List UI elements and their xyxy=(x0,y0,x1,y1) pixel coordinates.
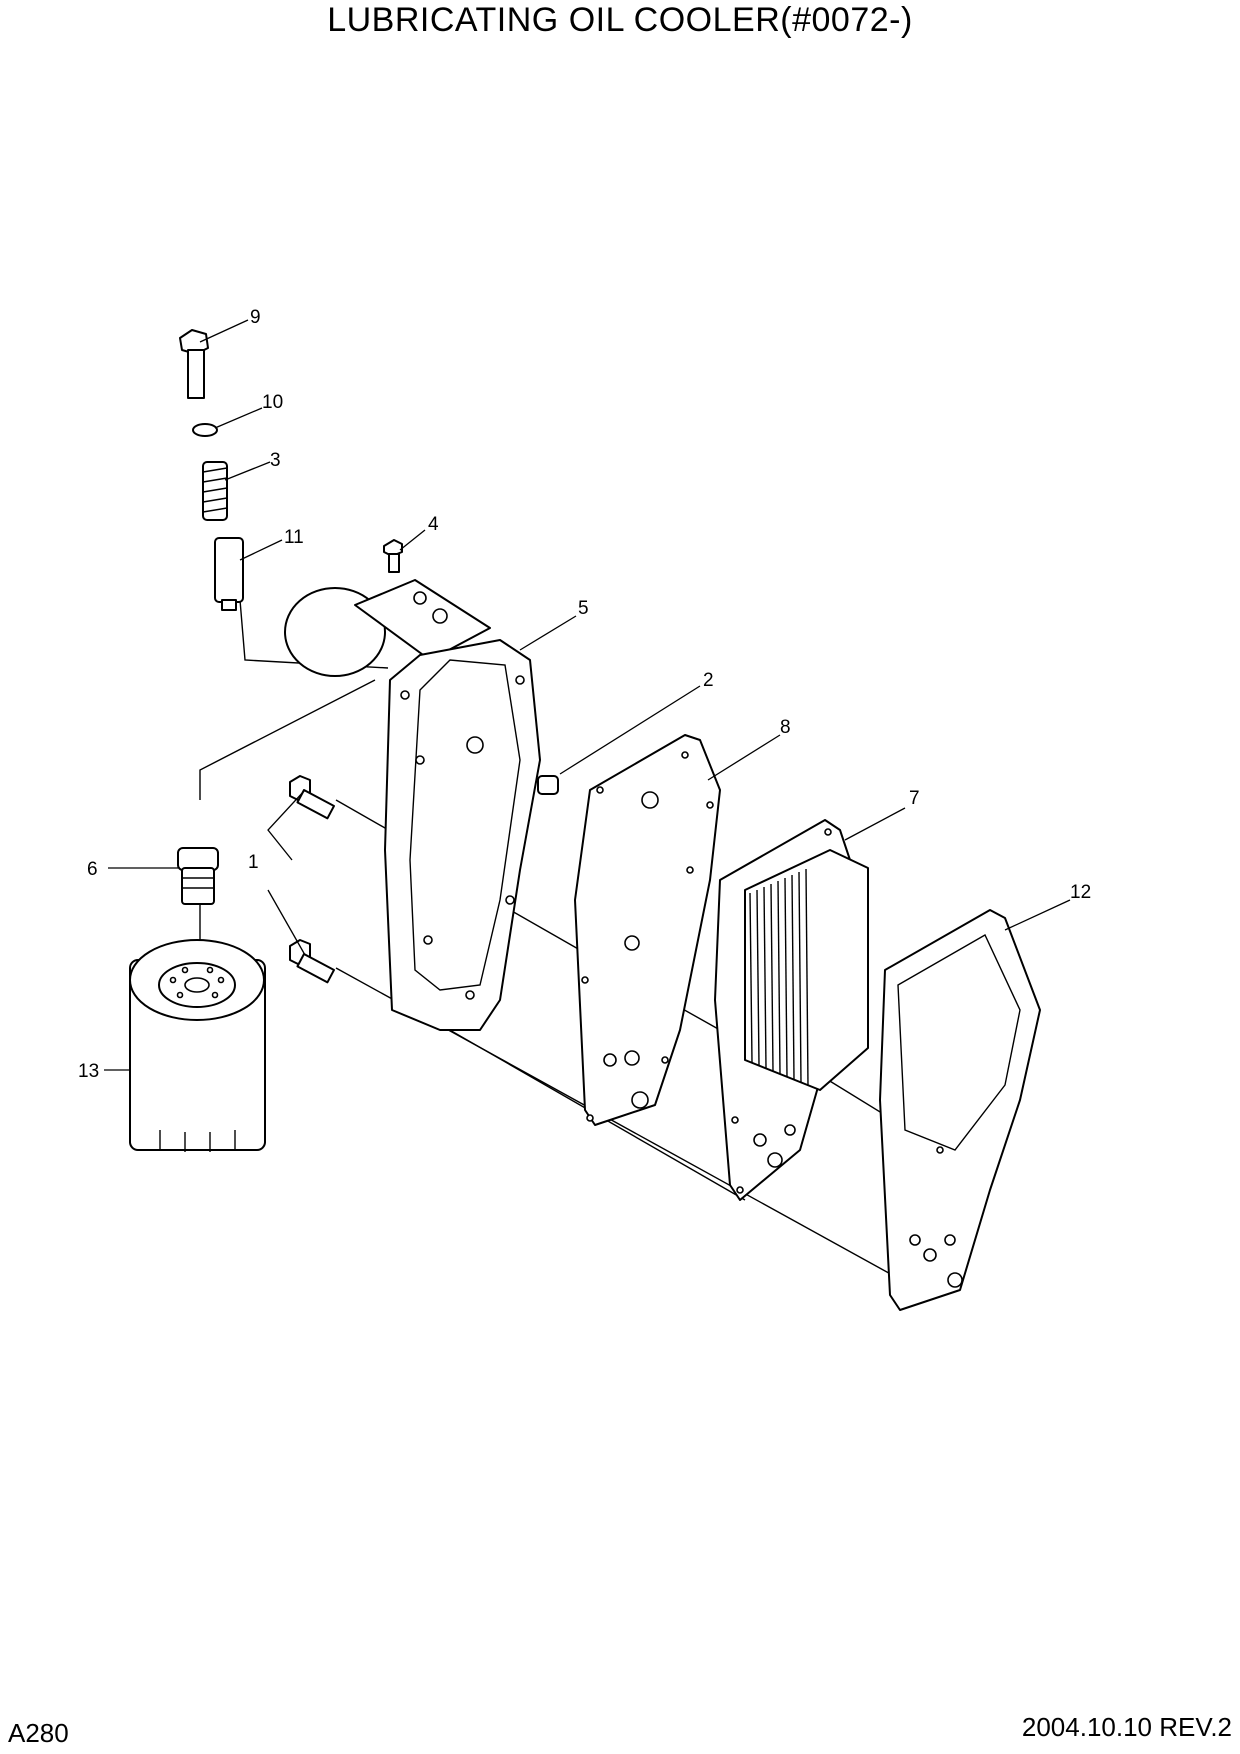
callout-4: 4 xyxy=(428,514,439,535)
gasket-part-12 xyxy=(879,909,1041,1311)
nipple-part-6 xyxy=(177,847,219,905)
callout-12: 12 xyxy=(1070,882,1091,903)
callout-5: 5 xyxy=(578,598,589,619)
page-title: LUBRICATING OIL COOLER(#0072-) xyxy=(327,1,913,39)
screw-part-4 xyxy=(383,539,403,573)
plug xyxy=(537,775,559,795)
callout-13: 13 xyxy=(78,1061,99,1082)
bolt-part-1-lower xyxy=(289,939,336,984)
callout-11: 11 xyxy=(284,527,304,548)
plunger-part-11 xyxy=(214,537,244,611)
callout-2: 2 xyxy=(703,670,714,691)
callout-6: 6 xyxy=(87,859,98,880)
leader-lines xyxy=(104,319,1071,1071)
spring-part-3 xyxy=(202,461,228,521)
bolt-part-1-upper xyxy=(289,775,336,820)
gasket-plate-part-8 xyxy=(574,734,721,1126)
callout-8: 8 xyxy=(780,717,791,738)
cooler-core-part-7 xyxy=(714,819,869,1201)
revision-date: 2004.10.10 REV.2 xyxy=(1021,1712,1232,1742)
bolt-part-9 xyxy=(179,329,209,399)
cooler-housing-part-5 xyxy=(284,579,541,1031)
callout-3: 3 xyxy=(270,450,281,471)
o-ring-part-10 xyxy=(192,423,218,437)
callout-9: 9 xyxy=(250,307,261,328)
page-code: A280 xyxy=(8,1718,69,1748)
callout-7: 7 xyxy=(909,788,920,809)
oil-filter-part-13 xyxy=(129,939,266,1152)
callout-1: 1 xyxy=(248,852,259,873)
callout-10: 10 xyxy=(262,392,283,413)
